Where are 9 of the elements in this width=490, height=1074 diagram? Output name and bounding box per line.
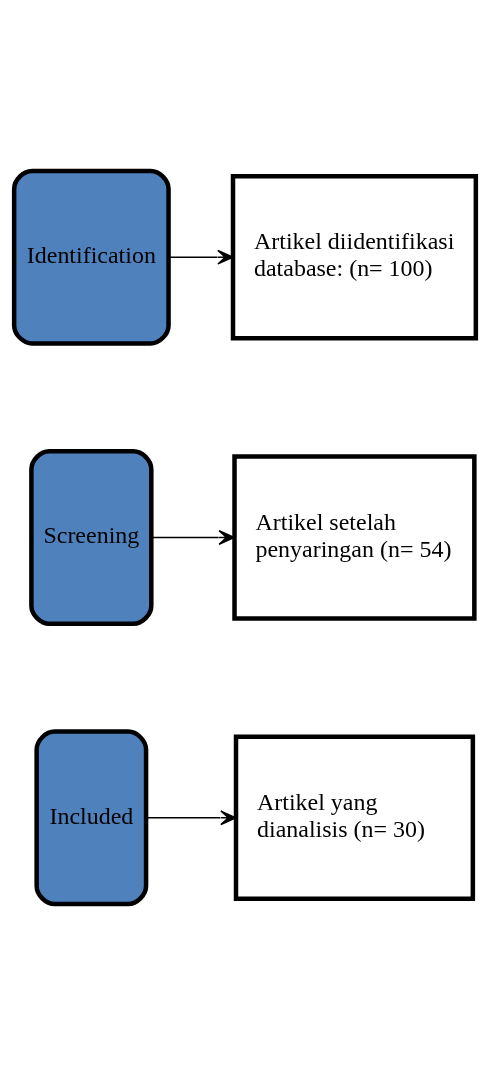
node-box: Identification (11, 168, 171, 346)
arrow (145, 809, 237, 825)
node-box: Artikel yang dianalisis (n= 30) (233, 734, 476, 901)
node-box: Artikel diidentifikasi database: (n= 100) (230, 173, 479, 340)
arrow (151, 529, 235, 545)
node-box: Included (34, 728, 149, 906)
node-box: Screening (29, 448, 154, 626)
node-box: Artikel setelah penyaringan (n= 54) (232, 453, 477, 621)
arrow (168, 249, 234, 265)
